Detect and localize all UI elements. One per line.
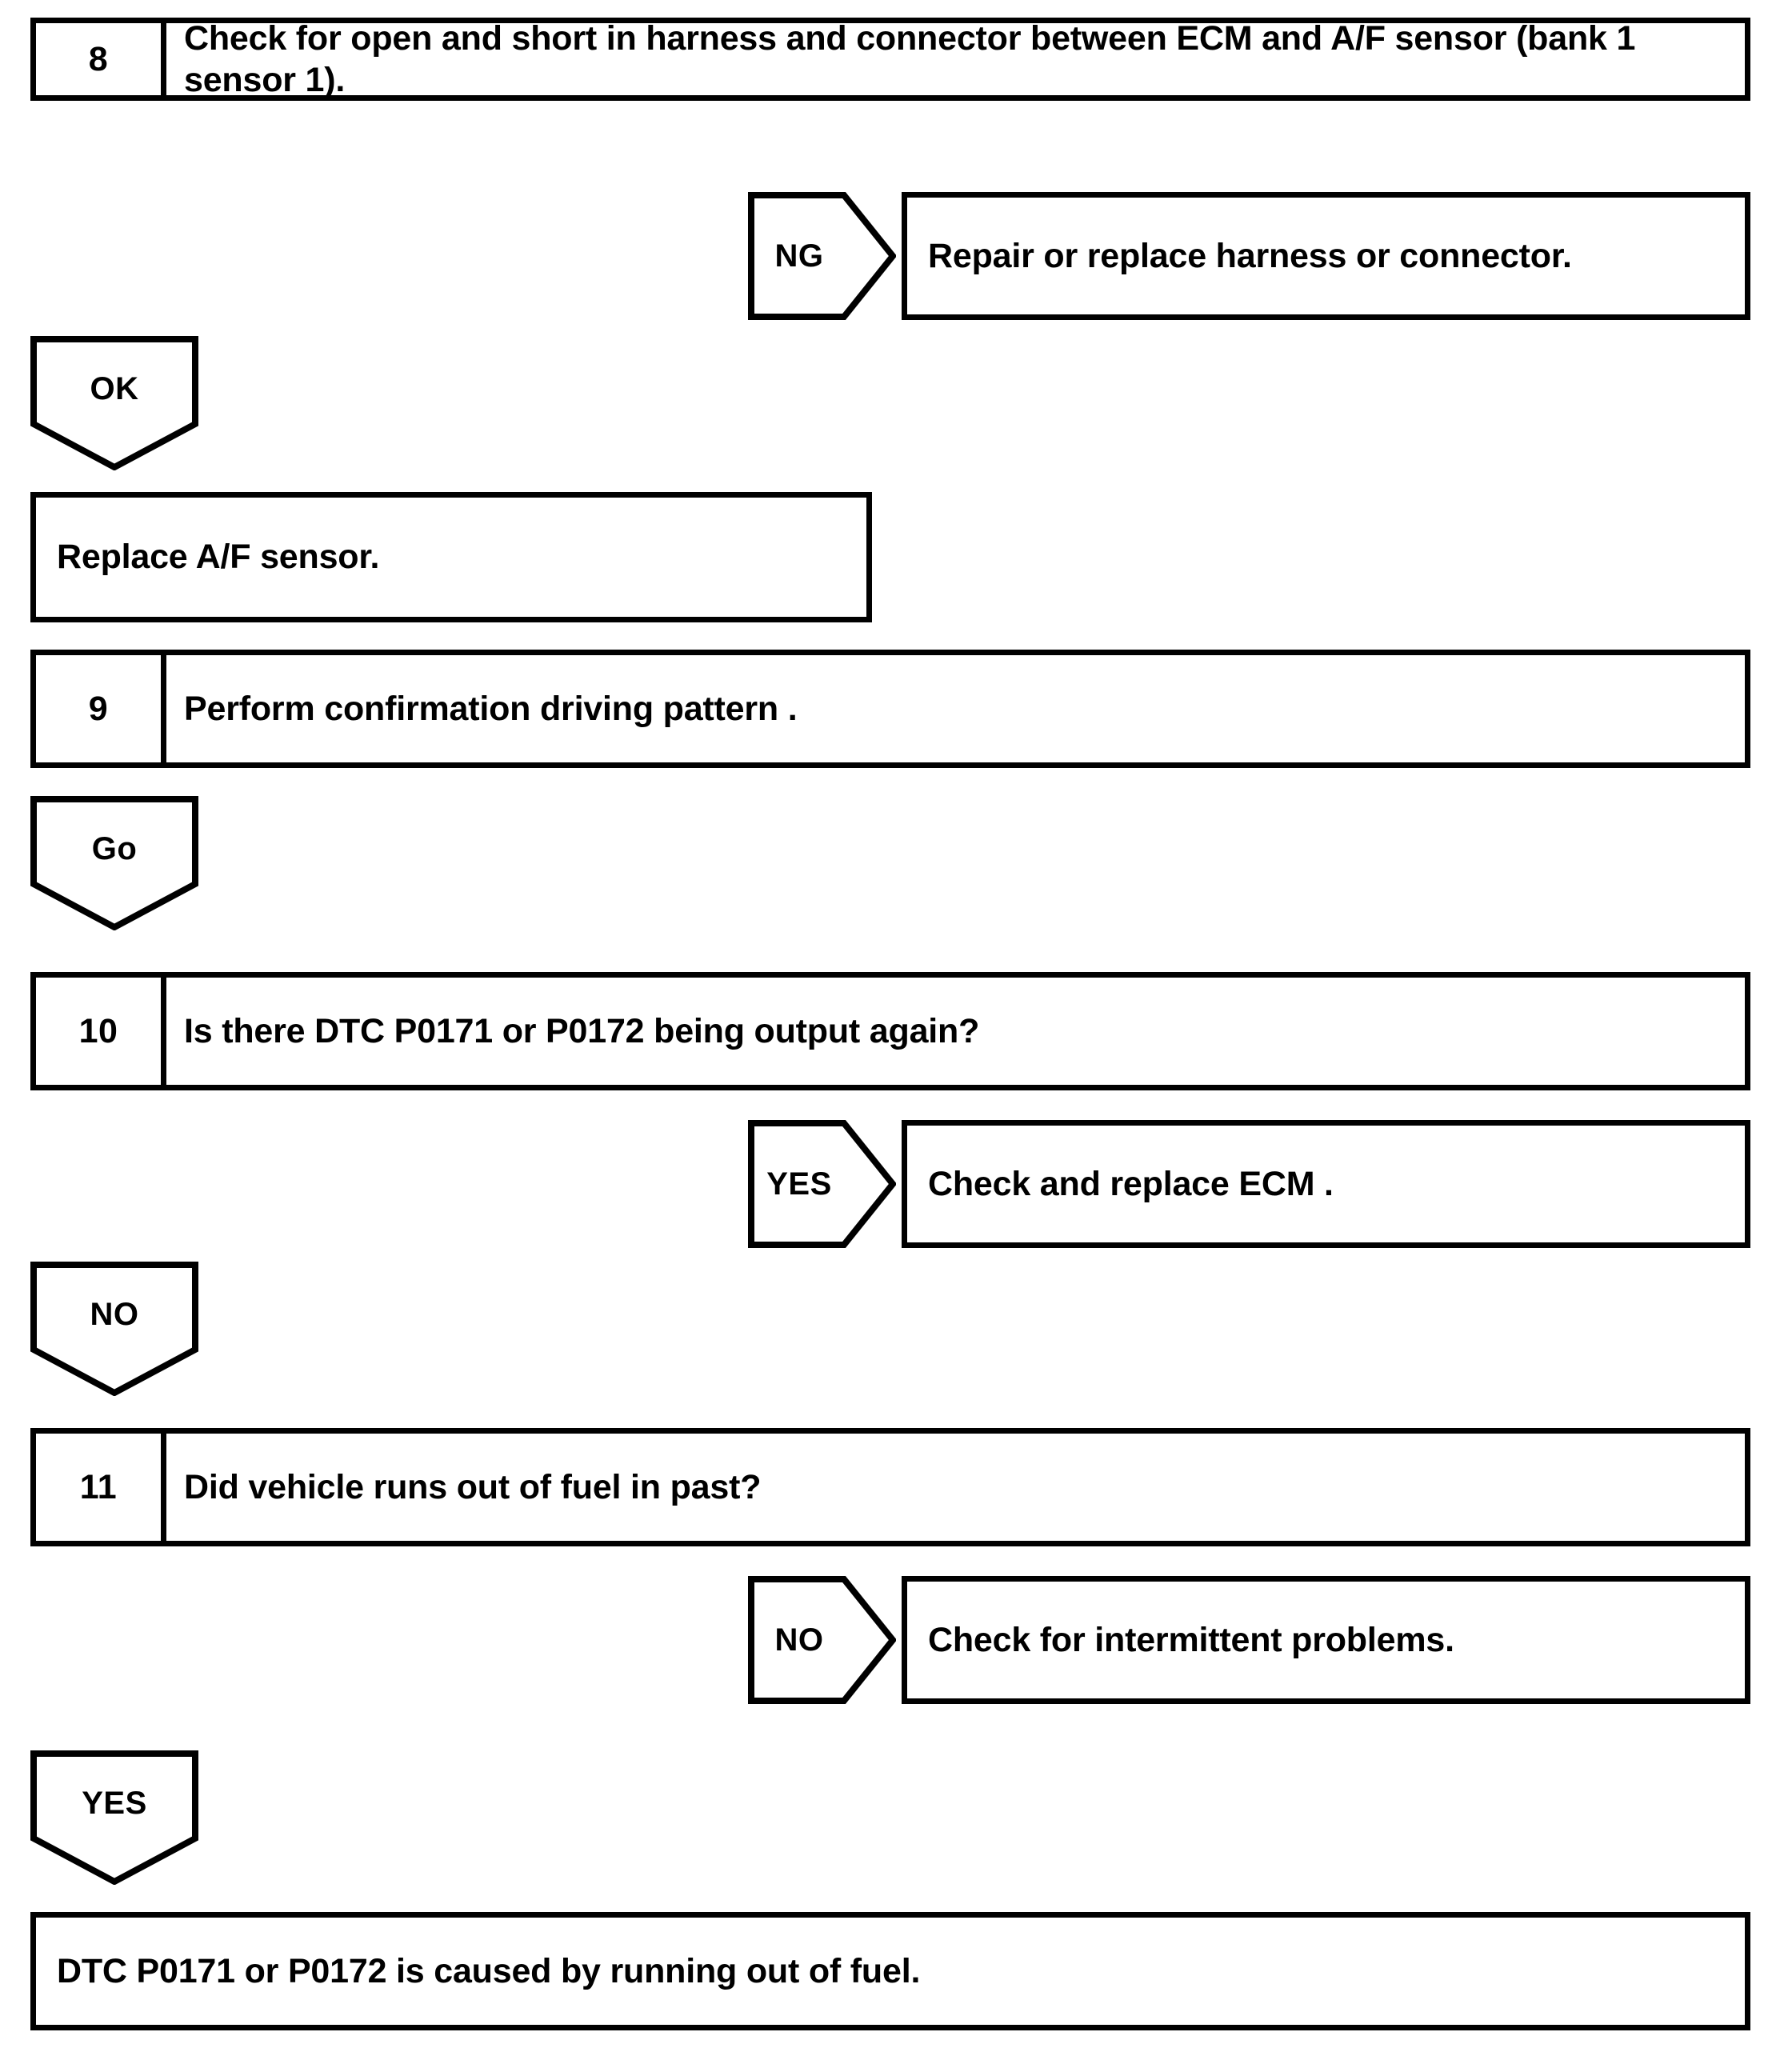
branch-marker-ok: OK [30, 336, 198, 470]
step-number: 8 [36, 23, 166, 95]
step-box-9: 9 Perform confirmation driving pattern . [30, 650, 1750, 768]
step-box-11: 11 Did vehicle runs out of fuel in past? [30, 1428, 1750, 1546]
conclusion-text: DTC P0171 or P0172 is caused by running … [57, 1951, 921, 1990]
step-box-10: 10 Is there DTC P0171 or P0172 being out… [30, 972, 1750, 1090]
result-text: Repair or replace harness or connector. [928, 236, 1572, 275]
branch-marker-yes-fuel: YES [30, 1750, 198, 1885]
step-box-8: 8 Check for open and short in harness an… [30, 18, 1750, 101]
branch-marker-no: NO [30, 1262, 198, 1396]
branch-marker-go: Go [30, 796, 198, 930]
step-text: Did vehicle runs out of fuel in past? [184, 1467, 762, 1506]
branch-marker-no-intermittent: NO [748, 1576, 896, 1704]
step-number: 10 [36, 978, 166, 1085]
step-text: Is there DTC P0171 or P0172 being output… [184, 1011, 980, 1050]
step-number: 9 [36, 655, 166, 762]
branch-marker-ng: NG [748, 192, 896, 320]
result-text: Check for intermittent problems. [928, 1620, 1454, 1659]
step-number: 11 [36, 1434, 166, 1541]
conclusion-box: DTC P0171 or P0172 is caused by running … [30, 1912, 1750, 2030]
step-text: Check for open and short in harness and … [184, 18, 1636, 99]
statement-box-replace-af-sensor: Replace A/F sensor. [30, 492, 872, 622]
branch-marker-yes-ecm: YES [748, 1120, 896, 1248]
statement-text: Replace A/F sensor. [57, 538, 380, 577]
result-box-check-replace-ecm: Check and replace ECM . [902, 1120, 1750, 1248]
step-text: Perform confirmation driving pattern . [184, 689, 798, 728]
result-box-repair-harness: Repair or replace harness or connector. [902, 192, 1750, 320]
result-text: Check and replace ECM . [928, 1164, 1334, 1203]
result-box-check-intermittent: Check for intermittent problems. [902, 1576, 1750, 1704]
